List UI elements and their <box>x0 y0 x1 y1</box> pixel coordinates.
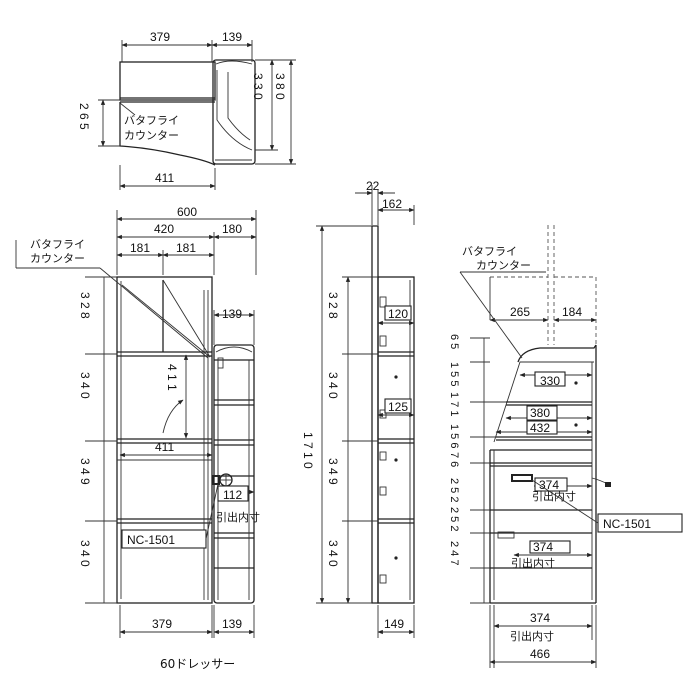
top-counter-label-1: バタフライ <box>124 114 179 127</box>
side-view: 22 162 120 125 1 7 1 0 <box>301 179 415 638</box>
side-w-149: 149 <box>384 617 404 631</box>
front-w-181a: 181 <box>130 241 150 255</box>
front-w-420: 420 <box>154 222 174 236</box>
front-w-379: 379 <box>152 617 172 631</box>
side-h-349: 3 4 9 <box>326 458 340 485</box>
side-w-162: 162 <box>382 197 402 211</box>
sec-w-374a: 374 <box>539 478 559 492</box>
section-view: 265 184 330 380 432 374 引出内寸 374 引出内寸 NC… <box>448 225 683 668</box>
sec-h-247: 2 4 7 <box>448 541 460 565</box>
front-counter-label-1: バタフライ <box>30 238 85 251</box>
front-w-411: 411 <box>155 440 174 454</box>
sec-model-label: NC-1501 <box>603 517 651 531</box>
sec-h-252: 2 5 2 <box>448 478 460 502</box>
sec-h-156: 1 5 6 <box>448 424 460 448</box>
front-counter-label-2: カウンター <box>30 252 85 265</box>
sec-w-184: 184 <box>562 305 582 319</box>
sec-h-155: 1 5 5 <box>448 362 460 386</box>
front-model-label: NC-1501 <box>127 533 175 547</box>
front-h-340b: 3 4 0 <box>78 540 92 567</box>
sec-pullout-label-b: 引出内寸 <box>511 556 555 570</box>
front-view: 600 420 180 181 181 4 1 1 411 <box>15 205 260 671</box>
sec-w-265: 265 <box>510 305 530 319</box>
side-h-340a: 3 4 0 <box>326 372 340 399</box>
sec-w-374b: 374 <box>533 540 553 554</box>
side-w-125: 125 <box>388 400 408 414</box>
side-h-328: 3 2 8 <box>326 292 340 319</box>
sec-h-65: 6 5 <box>448 334 460 349</box>
front-w-112: 112 <box>223 488 242 502</box>
sec-w-432: 432 <box>530 421 550 435</box>
sec-w-330: 330 <box>540 374 560 388</box>
sec-w-374c: 374 <box>530 611 550 625</box>
sec-counter-label-2: カウンター <box>476 259 531 272</box>
top-view: 379 139 3 3 0 3 8 0 2 6 5 411 バタフライ <box>77 30 296 190</box>
sec-h-252b: 2 5 2 <box>448 507 460 531</box>
front-h-349: 3 4 9 <box>78 458 92 485</box>
front-h-340a: 3 4 0 <box>78 372 92 399</box>
sec-h-171: 1 7 1 <box>448 392 460 416</box>
front-w-139: 139 <box>222 307 242 321</box>
sec-counter-label-1: バタフライ <box>462 245 517 258</box>
top-d-265: 2 6 5 <box>77 103 91 130</box>
sec-w-466: 466 <box>530 647 550 661</box>
sec-h-76: 7 6 <box>448 452 460 467</box>
top-w-139: 139 <box>222 30 242 44</box>
sec-pullout-label-c: 引出内寸 <box>510 629 554 643</box>
top-counter-label-2: カウンター <box>124 129 179 142</box>
front-w-600: 600 <box>177 205 197 219</box>
front-h-328: 3 2 8 <box>78 292 92 319</box>
front-pullout-label: 引出内寸 <box>216 510 260 524</box>
side-h-1710: 1 7 1 0 <box>301 432 315 469</box>
front-d-411: 4 1 1 <box>165 364 179 391</box>
sec-w-380: 380 <box>530 406 550 420</box>
top-w-379: 379 <box>150 30 170 44</box>
top-w-411: 411 <box>155 171 174 185</box>
side-w-22: 22 <box>366 179 380 193</box>
front-w-139-bottom: 139 <box>222 617 242 631</box>
front-w-180: 180 <box>222 222 242 236</box>
top-d-380: 3 8 0 <box>273 73 287 100</box>
top-d-330: 3 3 0 <box>251 73 265 100</box>
front-w-181b: 181 <box>176 241 196 255</box>
side-h-340b: 3 4 0 <box>326 540 340 567</box>
sec-pullout-label-a: 引出内寸 <box>532 489 576 503</box>
side-w-120: 120 <box>388 307 408 321</box>
caption: 60ドレッサー <box>160 657 235 671</box>
